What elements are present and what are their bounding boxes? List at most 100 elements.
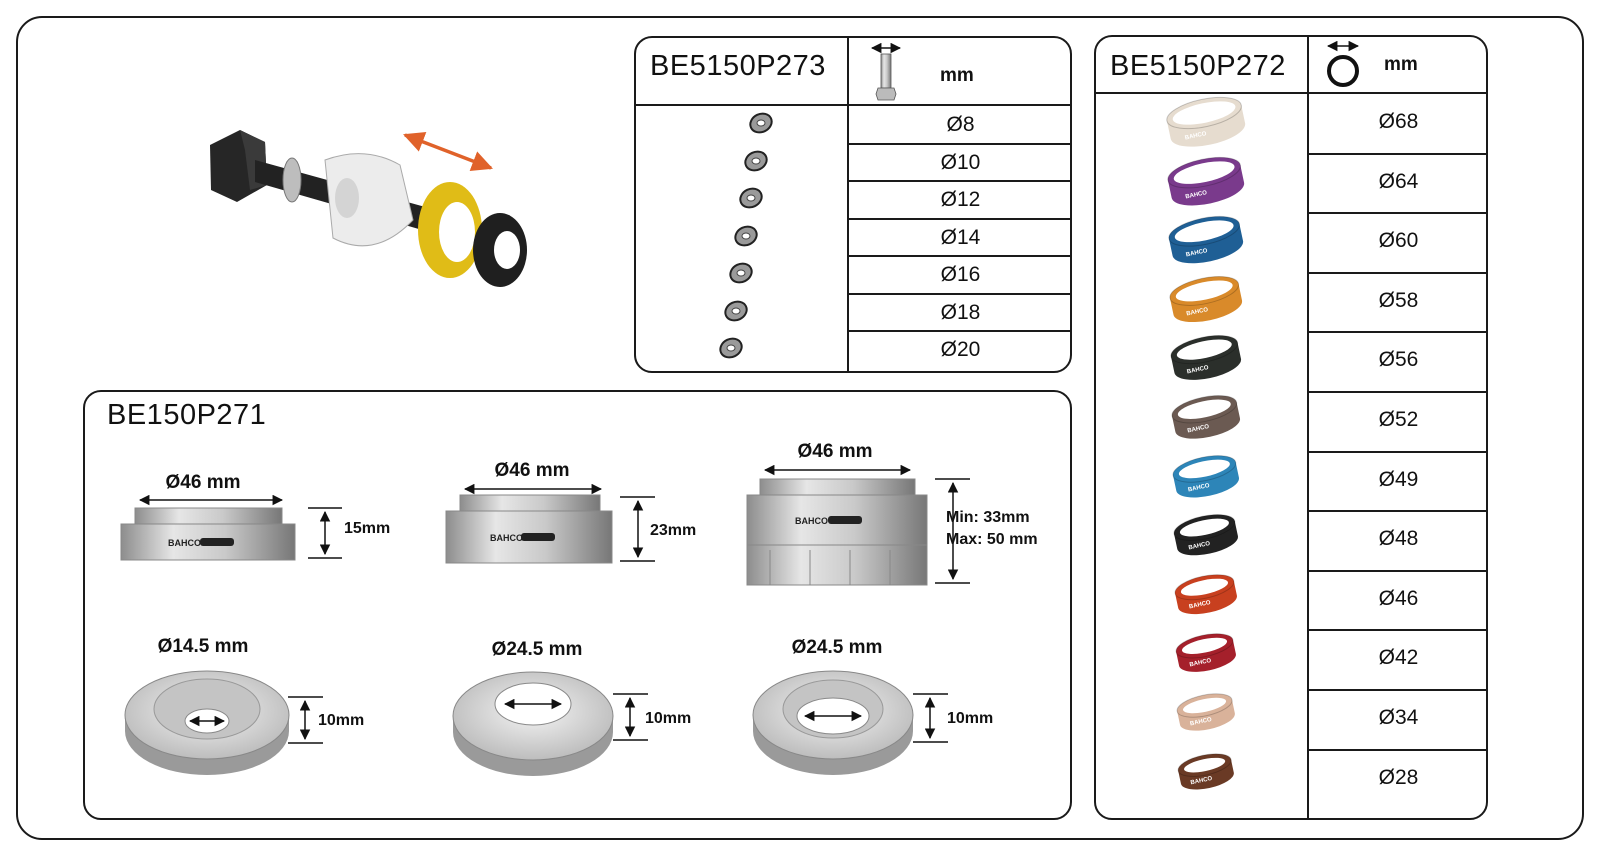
part-1-height-label: 15mm xyxy=(344,520,391,537)
row-divider xyxy=(1307,391,1486,393)
part-6-height-label: 10mm xyxy=(947,710,994,727)
size-cell: Ø46 xyxy=(1378,586,1419,610)
brand-logo: BAHCO xyxy=(1187,483,1210,494)
size-cell: Ø58 xyxy=(1378,288,1419,312)
colored-ring-icon: BAHCO xyxy=(1174,574,1237,614)
row-divider xyxy=(1307,212,1486,215)
part-2-diameter-label: Ø46 mm xyxy=(494,460,570,481)
panel-p272-unit: mm xyxy=(1384,54,1418,75)
size-cell: Ø34 xyxy=(1378,706,1419,729)
outer-frame xyxy=(16,16,1584,840)
brand-logo: BAHCO xyxy=(795,516,828,526)
divider xyxy=(636,104,1070,106)
hex-nut-icon xyxy=(724,300,748,321)
part-6-washer xyxy=(752,670,948,775)
hex-nut-icon xyxy=(744,150,768,171)
row-divider xyxy=(847,180,1070,182)
part-3-cup: BAHCO xyxy=(746,464,970,586)
colored-ring-icon: BAHCO xyxy=(1172,454,1239,498)
row-divider xyxy=(1307,689,1486,691)
puller-tool-assembly-icon xyxy=(210,130,527,287)
panel-be5150p272: BE5150P272 mm BAHCO BAHCO BAHCO BAHCO BAHCO B… xyxy=(1094,35,1488,820)
size-cell: Ø14 xyxy=(940,225,981,249)
hex-nut-icon xyxy=(729,262,753,284)
size-cell: Ø12 xyxy=(940,188,981,211)
colored-ring-icon: BAHCO xyxy=(1169,275,1243,322)
part-6-diameter-label: Ø24.5 mm xyxy=(791,637,883,658)
row-divider xyxy=(1307,569,1486,572)
colored-ring-icon: BAHCO xyxy=(1168,216,1244,264)
size-cell: Ø48 xyxy=(1378,527,1419,551)
part-5-washer xyxy=(452,671,648,776)
part-4-washer xyxy=(124,670,323,775)
divider xyxy=(1096,92,1486,94)
row-divider xyxy=(1307,152,1486,155)
brand-logo: BAHCO xyxy=(1185,190,1208,201)
size-cell: Ø49 xyxy=(1378,467,1419,491)
panel-p271-code: BE150P271 xyxy=(107,399,267,431)
panel-p273-code: BE5150P273 xyxy=(650,50,826,82)
size-cell: Ø64 xyxy=(1378,169,1419,193)
colored-ring-icon: BAHCO xyxy=(1173,514,1238,556)
size-cell: Ø16 xyxy=(940,263,981,286)
brand-logo: BAHCO xyxy=(1189,658,1212,669)
row-divider xyxy=(847,255,1070,257)
row-divider xyxy=(1307,510,1486,513)
row-divider xyxy=(847,292,1070,295)
colored-ring-icon: BAHCO xyxy=(1176,693,1235,731)
row-divider xyxy=(1307,271,1486,274)
part-4-height-label: 10mm xyxy=(318,712,365,729)
divider xyxy=(847,38,849,371)
colored-ring-icon: BAHCO xyxy=(1175,633,1236,673)
size-cell: Ø28 xyxy=(1378,765,1419,789)
part-1-cup: BAHCO xyxy=(120,494,342,561)
ring-diameter-icon xyxy=(1326,40,1360,87)
panel-p273-unit: mm xyxy=(940,65,974,86)
brand-logo: BAHCO xyxy=(1190,717,1213,728)
hex-nut-icon xyxy=(749,112,773,134)
colored-ring-icon: BAHCO xyxy=(1177,752,1234,790)
size-cell: Ø10 xyxy=(940,150,981,174)
size-cell: Ø68 xyxy=(1378,110,1419,133)
part-2-height-label: 23mm xyxy=(650,522,697,539)
panel-be150p271: BE150P271 Ø46 mm BAHCO 15mm Ø46 mm BAHCO… xyxy=(83,390,1072,820)
colored-ring-icon: BAHCO xyxy=(1171,395,1240,439)
part-4-diameter-label: Ø14.5 mm xyxy=(157,636,249,657)
row-divider xyxy=(847,330,1070,332)
row-divider xyxy=(847,142,1070,145)
panel-p272-code: BE5150P272 xyxy=(1110,50,1286,82)
brand-logo: BAHCO xyxy=(1184,131,1207,142)
brand-logo: BAHCO xyxy=(490,533,523,543)
brand-logo: BAHCO xyxy=(1188,541,1211,552)
size-cell: Ø52 xyxy=(1378,408,1419,431)
size-cell: Ø8 xyxy=(946,113,975,136)
row-divider xyxy=(1307,748,1486,751)
tool-illustration xyxy=(195,110,535,310)
part-1-diameter-label: Ø46 mm xyxy=(165,472,241,493)
size-cell: Ø60 xyxy=(1378,229,1419,253)
hex-nut-icon xyxy=(734,225,758,246)
part-3-height-min-label: Min: 33mm xyxy=(946,509,1030,526)
brand-logo: BAHCO xyxy=(168,538,201,548)
hex-nut-icon xyxy=(739,187,763,209)
row-divider xyxy=(847,217,1070,220)
part-3-height-max-label: Max: 50 mm xyxy=(946,531,1038,548)
brand-logo: BAHCO xyxy=(1185,248,1208,259)
brand-logo: BAHCO xyxy=(1187,424,1210,435)
part-3-diameter-label: Ø46 mm xyxy=(797,441,873,462)
colored-ring-icon: BAHCO xyxy=(1170,335,1242,381)
size-cell: Ø18 xyxy=(940,300,981,324)
row-divider xyxy=(1307,629,1486,632)
brand-logo: BAHCO xyxy=(1186,307,1209,318)
part-5-height-label: 10mm xyxy=(645,710,692,727)
row-divider xyxy=(1307,450,1486,453)
brand-logo: BAHCO xyxy=(1189,600,1212,611)
part-5-diameter-label: Ø24.5 mm xyxy=(491,639,583,660)
colored-ring-icon: BAHCO xyxy=(1167,156,1245,206)
divider xyxy=(1307,37,1309,818)
size-cell: Ø20 xyxy=(940,338,981,361)
brand-logo: BAHCO xyxy=(1190,775,1213,786)
part-2-cup: BAHCO xyxy=(445,483,655,564)
size-cell: Ø56 xyxy=(1378,348,1419,372)
